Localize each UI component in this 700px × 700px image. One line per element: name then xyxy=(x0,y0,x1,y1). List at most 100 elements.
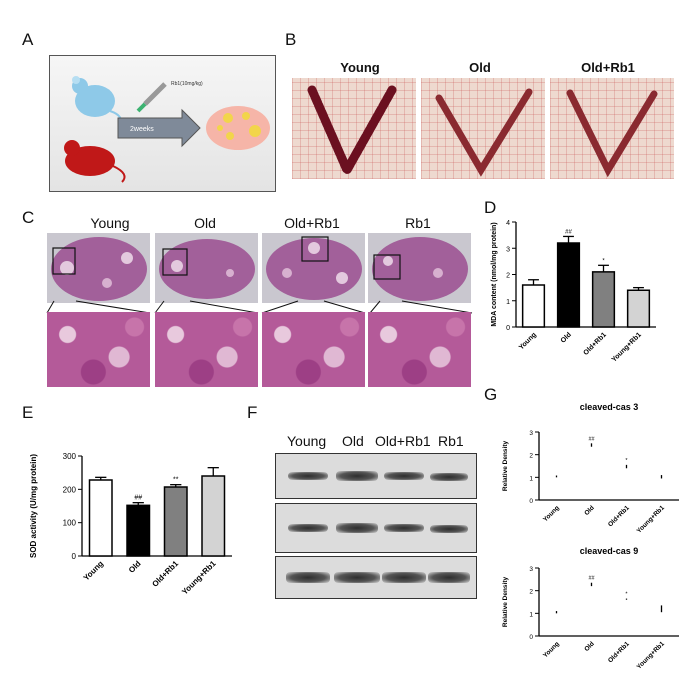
photo-title-young: Young xyxy=(340,60,380,75)
x-tick-label: Young xyxy=(542,640,561,659)
y-tick-label: 2 xyxy=(529,589,533,596)
uterus-photo-old-rb1 xyxy=(550,78,674,179)
significance-marker: ## xyxy=(588,436,595,442)
y-tick-label: 0 xyxy=(529,634,533,641)
panel-label-e: E xyxy=(22,403,34,422)
syringe-icon xyxy=(136,82,167,113)
bar xyxy=(126,504,151,557)
histology-high-old-rb1 xyxy=(262,312,365,387)
y-axis-label: SOD activity (U/mg protein) xyxy=(29,454,38,558)
y-tick-label: 3 xyxy=(506,246,510,253)
panel-label-g: G xyxy=(484,385,498,404)
histology-low-old-rb1 xyxy=(262,233,365,303)
ovary-icon xyxy=(206,106,270,150)
x-tick-label: Young xyxy=(82,559,106,583)
histology-title-old-rb1: Old+Rb1 xyxy=(284,215,340,231)
uterus-photo-young xyxy=(292,78,416,179)
young-mouse-icon xyxy=(72,76,123,127)
wb-lane-old-rb1: Old+Rb1 xyxy=(375,433,431,449)
x-tick-label: Old xyxy=(127,559,143,575)
significance-marker: ## xyxy=(134,495,142,502)
y-tick-label: 0 xyxy=(529,498,533,505)
y-tick-label: 3 xyxy=(529,430,533,437)
bar xyxy=(88,479,113,557)
photo-title-old-rb1: Old+Rb1 xyxy=(581,60,635,75)
histology-high-rb1 xyxy=(368,312,471,387)
old-mouse-icon xyxy=(64,140,126,183)
x-tick-label: Old+Rb1 xyxy=(582,331,608,357)
panel-label-c: C xyxy=(22,208,35,227)
histology-high-old xyxy=(155,312,258,387)
x-tick-label: Old xyxy=(583,640,596,653)
x-tick-label: Young+Rb1 xyxy=(611,331,643,363)
histology-low-young xyxy=(47,233,150,303)
y-tick-label: 200 xyxy=(63,485,77,494)
blot-cleaved-cas9 xyxy=(275,503,477,553)
arrow-icon xyxy=(117,108,201,148)
histology-title-old: Old xyxy=(194,215,216,231)
x-tick-label: Old+Rb1 xyxy=(607,504,631,528)
y-tick-label: 1 xyxy=(529,611,533,618)
significance-marker: ## xyxy=(588,576,595,582)
wb-lane-old: Old xyxy=(342,433,364,449)
x-tick-label: Old+Rb1 xyxy=(150,559,180,589)
y-axis-label: MDA content (nmol/mg protein) xyxy=(491,222,498,326)
significance-marker: ** xyxy=(173,477,179,484)
histology-low-rb1 xyxy=(368,233,471,303)
zoom-connector-lines xyxy=(46,300,473,314)
chart-mda-content: 0 1 2 3 4 MDA content (nmol/mg protein) Young #… xyxy=(491,220,656,364)
histology-title-young: Young xyxy=(90,215,130,231)
x-tick-label: Young xyxy=(542,504,561,523)
blot-loading-control xyxy=(275,556,477,599)
histology-high-young xyxy=(47,312,150,387)
blot-cleaved-cas3 xyxy=(275,453,477,499)
y-tick-label: 1 xyxy=(529,475,533,482)
y-axis-label: Relative Density xyxy=(502,577,509,628)
schematic-illustration: Rb1(10mg/kg) 2weeks xyxy=(64,76,270,183)
y-tick-label: 300 xyxy=(63,452,77,461)
x-tick-label: Old+Rb1 xyxy=(607,640,631,664)
significance-marker: * xyxy=(625,458,628,464)
syringe-label: Rb1(10mg/kg) xyxy=(171,81,203,87)
arrow-label: 2weeks xyxy=(130,126,154,133)
bar xyxy=(521,284,546,328)
bar xyxy=(201,475,226,557)
y-tick-label: 2 xyxy=(506,273,510,280)
chart-title: cleaved-cas 3 xyxy=(580,402,639,412)
y-tick-label: 0 xyxy=(506,325,510,332)
y-tick-label: 4 xyxy=(506,220,510,227)
y-tick-label: 3 xyxy=(529,566,533,573)
histology-title-rb1: Rb1 xyxy=(405,215,431,231)
significance-marker: ## xyxy=(565,229,572,235)
significance-marker: * xyxy=(625,592,628,598)
photo-title-old: Old xyxy=(469,60,491,75)
bar xyxy=(163,486,188,557)
chart-title: cleaved-cas 9 xyxy=(580,546,639,556)
schematic-panel: Rb1(10mg/kg) 2weeks xyxy=(49,55,276,192)
y-tick-label: 100 xyxy=(63,519,77,528)
bar xyxy=(626,289,651,328)
x-tick-label: Young xyxy=(518,331,538,351)
panel-label-d: D xyxy=(484,198,497,217)
x-tick-label: Young+Rb1 xyxy=(180,559,218,597)
wb-lane-rb1: Rb1 xyxy=(438,433,464,449)
x-tick-label: Young+Rb1 xyxy=(636,504,667,535)
panel-label-b: B xyxy=(285,30,297,49)
x-tick-label: Young+Rb1 xyxy=(636,640,667,671)
y-tick-label: 2 xyxy=(529,453,533,460)
y-axis-label: Relative Density xyxy=(502,441,509,492)
x-tick-label: Old xyxy=(583,504,596,517)
significance-marker: * xyxy=(602,258,605,264)
y-tick-label: 1 xyxy=(506,299,510,306)
histology-low-old xyxy=(155,233,258,303)
wb-lane-young: Young xyxy=(287,433,327,449)
x-tick-label: Old xyxy=(560,331,573,344)
uterus-photo-old xyxy=(421,78,545,179)
chart-sod-activity: 0 100 200 300 SOD activity (U/mg protein) You… xyxy=(29,452,232,597)
bar xyxy=(591,271,616,328)
panel-label-f: F xyxy=(247,403,258,422)
panel-label-a: A xyxy=(22,30,34,49)
y-tick-label: 0 xyxy=(72,552,77,561)
